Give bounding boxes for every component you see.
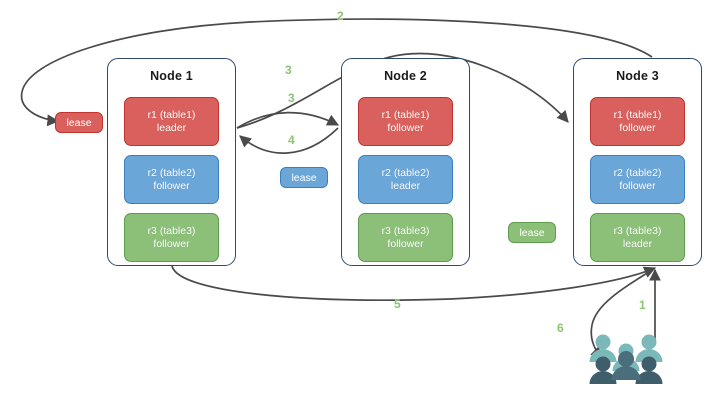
node-2-replica-r1-name: r1 (table1) xyxy=(381,108,430,121)
node-2-replica-r2[interactable]: r2 (table2) leader xyxy=(358,155,453,204)
node-1-replica-r1-role: leader xyxy=(156,121,187,134)
node-2-replica-r1[interactable]: r1 (table1) follower xyxy=(358,97,453,146)
node-2-title: Node 2 xyxy=(384,69,427,83)
node-3-replica-r3[interactable]: r3 (table3) leader xyxy=(590,213,685,262)
node-3-replica-r1-name: r1 (table1) xyxy=(613,108,662,121)
step-label-4: 4 xyxy=(288,133,295,147)
step-label-1: 1 xyxy=(639,298,646,312)
node-2-replica-r1-role: follower xyxy=(387,121,424,134)
node-2[interactable]: Node 2 r1 (table1) follower r2 (table2) … xyxy=(341,58,470,266)
node-3[interactable]: Node 3 r1 (table1) follower r2 (table2) … xyxy=(573,58,702,266)
node-1-title: Node 1 xyxy=(150,69,193,83)
node-1-replica-r1-name: r1 (table1) xyxy=(147,108,196,121)
step-label-6: 6 xyxy=(557,321,564,335)
step-label-3b: 3 xyxy=(288,91,295,105)
lease-badge-table1[interactable]: lease xyxy=(55,112,103,133)
node-2-replica-r2-role: leader xyxy=(390,179,421,192)
users-group-icon xyxy=(589,334,663,384)
edge-3-to-node2 xyxy=(236,111,340,129)
node-2-replica-r3[interactable]: r3 (table3) follower xyxy=(358,213,453,262)
node-1-replica-r2-name: r2 (table2) xyxy=(147,166,196,179)
step-label-5: 5 xyxy=(394,297,401,311)
node-1-replica-r3[interactable]: r3 (table3) follower xyxy=(124,213,219,262)
node-3-replica-r1[interactable]: r1 (table1) follower xyxy=(590,97,685,146)
step-label-3a: 3 xyxy=(285,63,292,77)
node-3-replica-r2-role: follower xyxy=(619,179,656,192)
node-3-title: Node 3 xyxy=(616,69,659,83)
node-1-replica-r3-role: follower xyxy=(153,237,190,250)
node-1-replica-r2[interactable]: r2 (table2) follower xyxy=(124,155,219,204)
node-1-replica-r3-name: r3 (table3) xyxy=(147,224,196,237)
node-2-replica-r3-role: follower xyxy=(387,237,424,250)
node-3-replica-r1-role: follower xyxy=(619,121,656,134)
node-3-replica-r2-name: r2 (table2) xyxy=(613,166,662,179)
node-1-replica-r1[interactable]: r1 (table1) leader xyxy=(124,97,219,146)
node-2-replica-r2-name: r2 (table2) xyxy=(381,166,430,179)
node-3-replica-r3-role: leader xyxy=(622,237,653,250)
edge-5 xyxy=(171,265,657,301)
node-2-replica-r3-name: r3 (table3) xyxy=(381,224,430,237)
node-1[interactable]: Node 1 r1 (table1) leader r2 (table2) fo… xyxy=(107,58,236,266)
node-3-replica-r2[interactable]: r2 (table2) follower xyxy=(590,155,685,204)
node-3-replica-r3-name: r3 (table3) xyxy=(613,224,662,237)
lease-badge-table2[interactable]: lease xyxy=(280,167,328,188)
node-1-replica-r2-role: follower xyxy=(153,179,190,192)
lease-badge-table3[interactable]: lease xyxy=(508,222,556,243)
step-label-2: 2 xyxy=(337,9,344,23)
